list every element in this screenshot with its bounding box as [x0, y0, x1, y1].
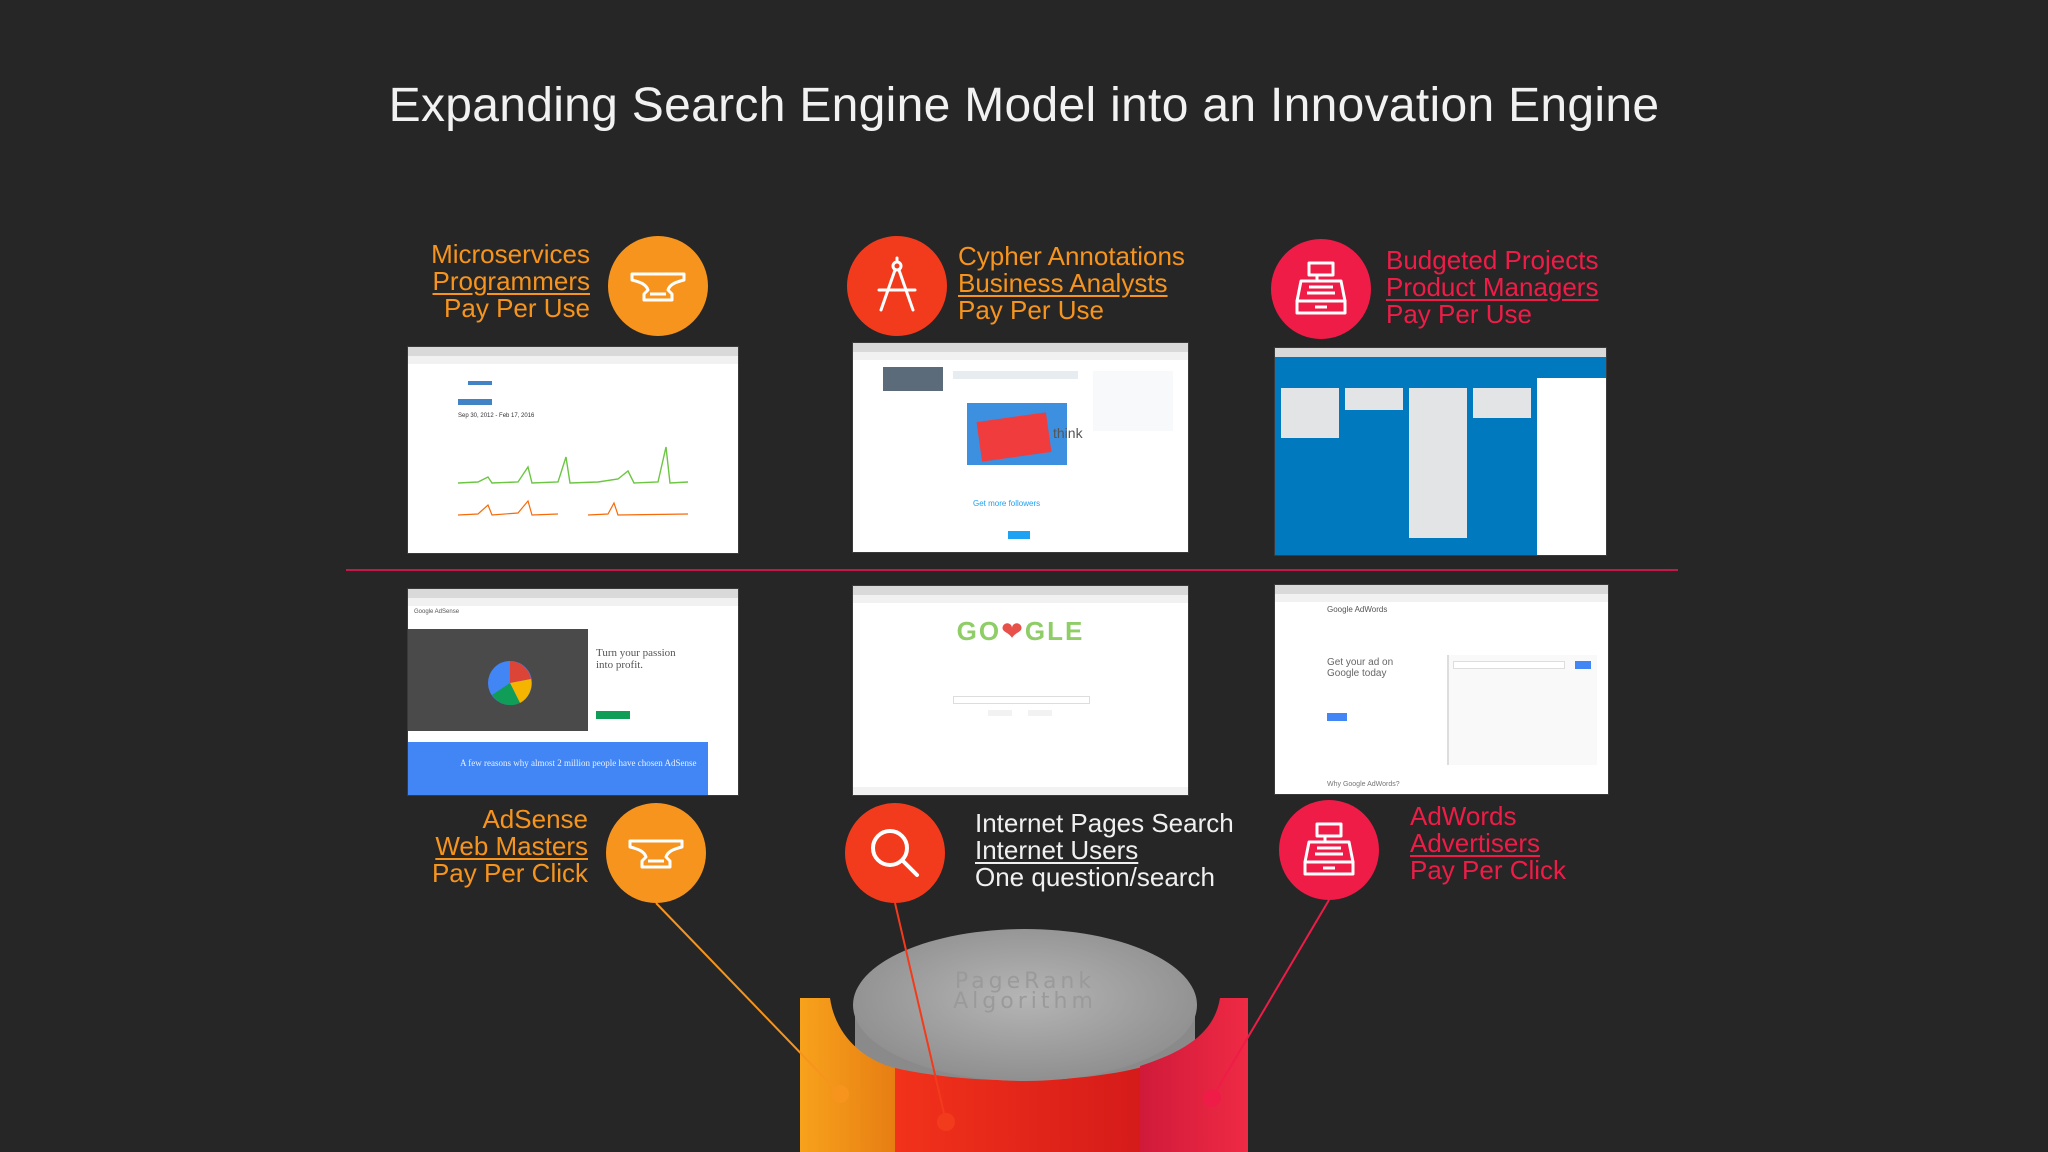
anvil-icon [628, 839, 684, 869]
label-line-3: Pay Per Click [431, 858, 588, 888]
adsense-headline: Turn your passion into profit. [596, 647, 676, 671]
doodle-logo-left: GO [956, 616, 1002, 646]
connector-orange [655, 902, 841, 1095]
register-circle-bottom [1279, 800, 1379, 900]
cash-register-icon [1303, 822, 1355, 876]
dial-label: PageRank Algorithm [850, 969, 1200, 1014]
adsense-brand: Google AdSense [414, 609, 460, 615]
github-small-graph-2 [588, 501, 688, 516]
dial-line-2: Algorithm [953, 989, 1097, 1014]
label-line-3: Pay Per Use [444, 293, 590, 323]
anvil-icon [630, 272, 686, 302]
twitter-followers-text: Get more followers [973, 499, 1041, 508]
heart-icon: ❤ [1001, 616, 1025, 646]
twitter-think-text: think [1053, 425, 1083, 441]
adsense-screenshot: Google AdSense Turn your passion into pr… [408, 589, 738, 795]
connector-dot-crimson [1203, 1089, 1221, 1107]
label-budgeted: Budgeted Projects Product Managers Pay P… [1386, 247, 1626, 328]
github-activity-graph [458, 446, 688, 484]
label-line-2: Business Analysts [958, 268, 1168, 298]
label-line-3: Pay Per Use [958, 295, 1104, 325]
dial-line-1: PageRank [954, 969, 1096, 994]
magnifier-icon [871, 829, 919, 877]
divider-line [346, 569, 1678, 571]
label-line-2: Programmers [432, 266, 590, 296]
adwords-footer: Why Google AdWords? [1327, 781, 1400, 788]
slide-title: Expanding Search Engine Model into an In… [388, 79, 1660, 132]
label-line-1: Internet Pages Search [975, 808, 1234, 838]
label-line-2: Web Masters [435, 831, 588, 861]
label-line-1: Budgeted Projects [1386, 245, 1599, 275]
doodle-logo-right: GLE [1024, 616, 1085, 646]
label-line-3: Pay Per Click [1410, 855, 1567, 885]
trello-screenshot [1275, 348, 1606, 555]
pie-chart-picture [488, 661, 532, 706]
label-line-1: Cypher Annotations [958, 241, 1185, 271]
adsense-footer: A few reasons why almost 2 million peopl… [408, 742, 708, 795]
label-line-1: AdSense [482, 804, 588, 834]
label-adwords: AdWords Advertisers Pay Per Click [1410, 803, 1610, 884]
github-small-graph-1 [458, 499, 558, 516]
label-line-3: Pay Per Use [1386, 299, 1532, 329]
label-microservices: Microservices Programmers Pay Per Use [380, 241, 590, 322]
dial-segment-red [895, 1065, 1150, 1152]
label-line-1: Microservices [431, 239, 590, 269]
dial-segment-orange [800, 998, 905, 1152]
dial-top-disc [853, 929, 1197, 1081]
dial-segment-crimson [1140, 998, 1248, 1152]
compass-circle [847, 236, 947, 336]
register-circle [1271, 239, 1371, 339]
connector-crimson [1211, 899, 1330, 1099]
compass-icon [877, 256, 917, 312]
label-line-2: Product Managers [1386, 272, 1599, 302]
adwords-brand: Google AdWords [1327, 605, 1388, 614]
label-line-1: AdWords [1410, 801, 1517, 831]
twitter-screenshot: think Get more followers [853, 343, 1188, 552]
label-cypher: Cypher Annotations Business Analysts Pay… [958, 243, 1218, 324]
adwords-screenshot: Google AdWords Get your ad on Google tod… [1275, 585, 1608, 794]
label-internet-search: Internet Pages Search Internet Users One… [975, 810, 1255, 891]
github-screenshot: Sep 30, 2012 - Feb 17, 2016 [408, 347, 738, 553]
label-line-2: Internet Users [975, 835, 1139, 865]
cash-register-icon [1295, 261, 1347, 315]
connector-dot-red [937, 1113, 955, 1131]
connector-dot-orange [831, 1085, 849, 1103]
github-date-range: Sep 30, 2012 - Feb 17, 2016 [458, 413, 535, 419]
google-doodle-screenshot: GO❤GLE [853, 586, 1188, 795]
connector-red [894, 902, 947, 1123]
anvil-circle-bottom [606, 803, 706, 903]
anvil-circle [608, 236, 708, 336]
search-circle [845, 803, 945, 903]
adwords-headline: Get your ad on Google today [1327, 657, 1394, 679]
label-line-2: Advertisers [1410, 828, 1541, 858]
label-adsense: AdSense Web Masters Pay Per Click [380, 806, 588, 887]
label-line-3: One question/search [975, 862, 1215, 892]
